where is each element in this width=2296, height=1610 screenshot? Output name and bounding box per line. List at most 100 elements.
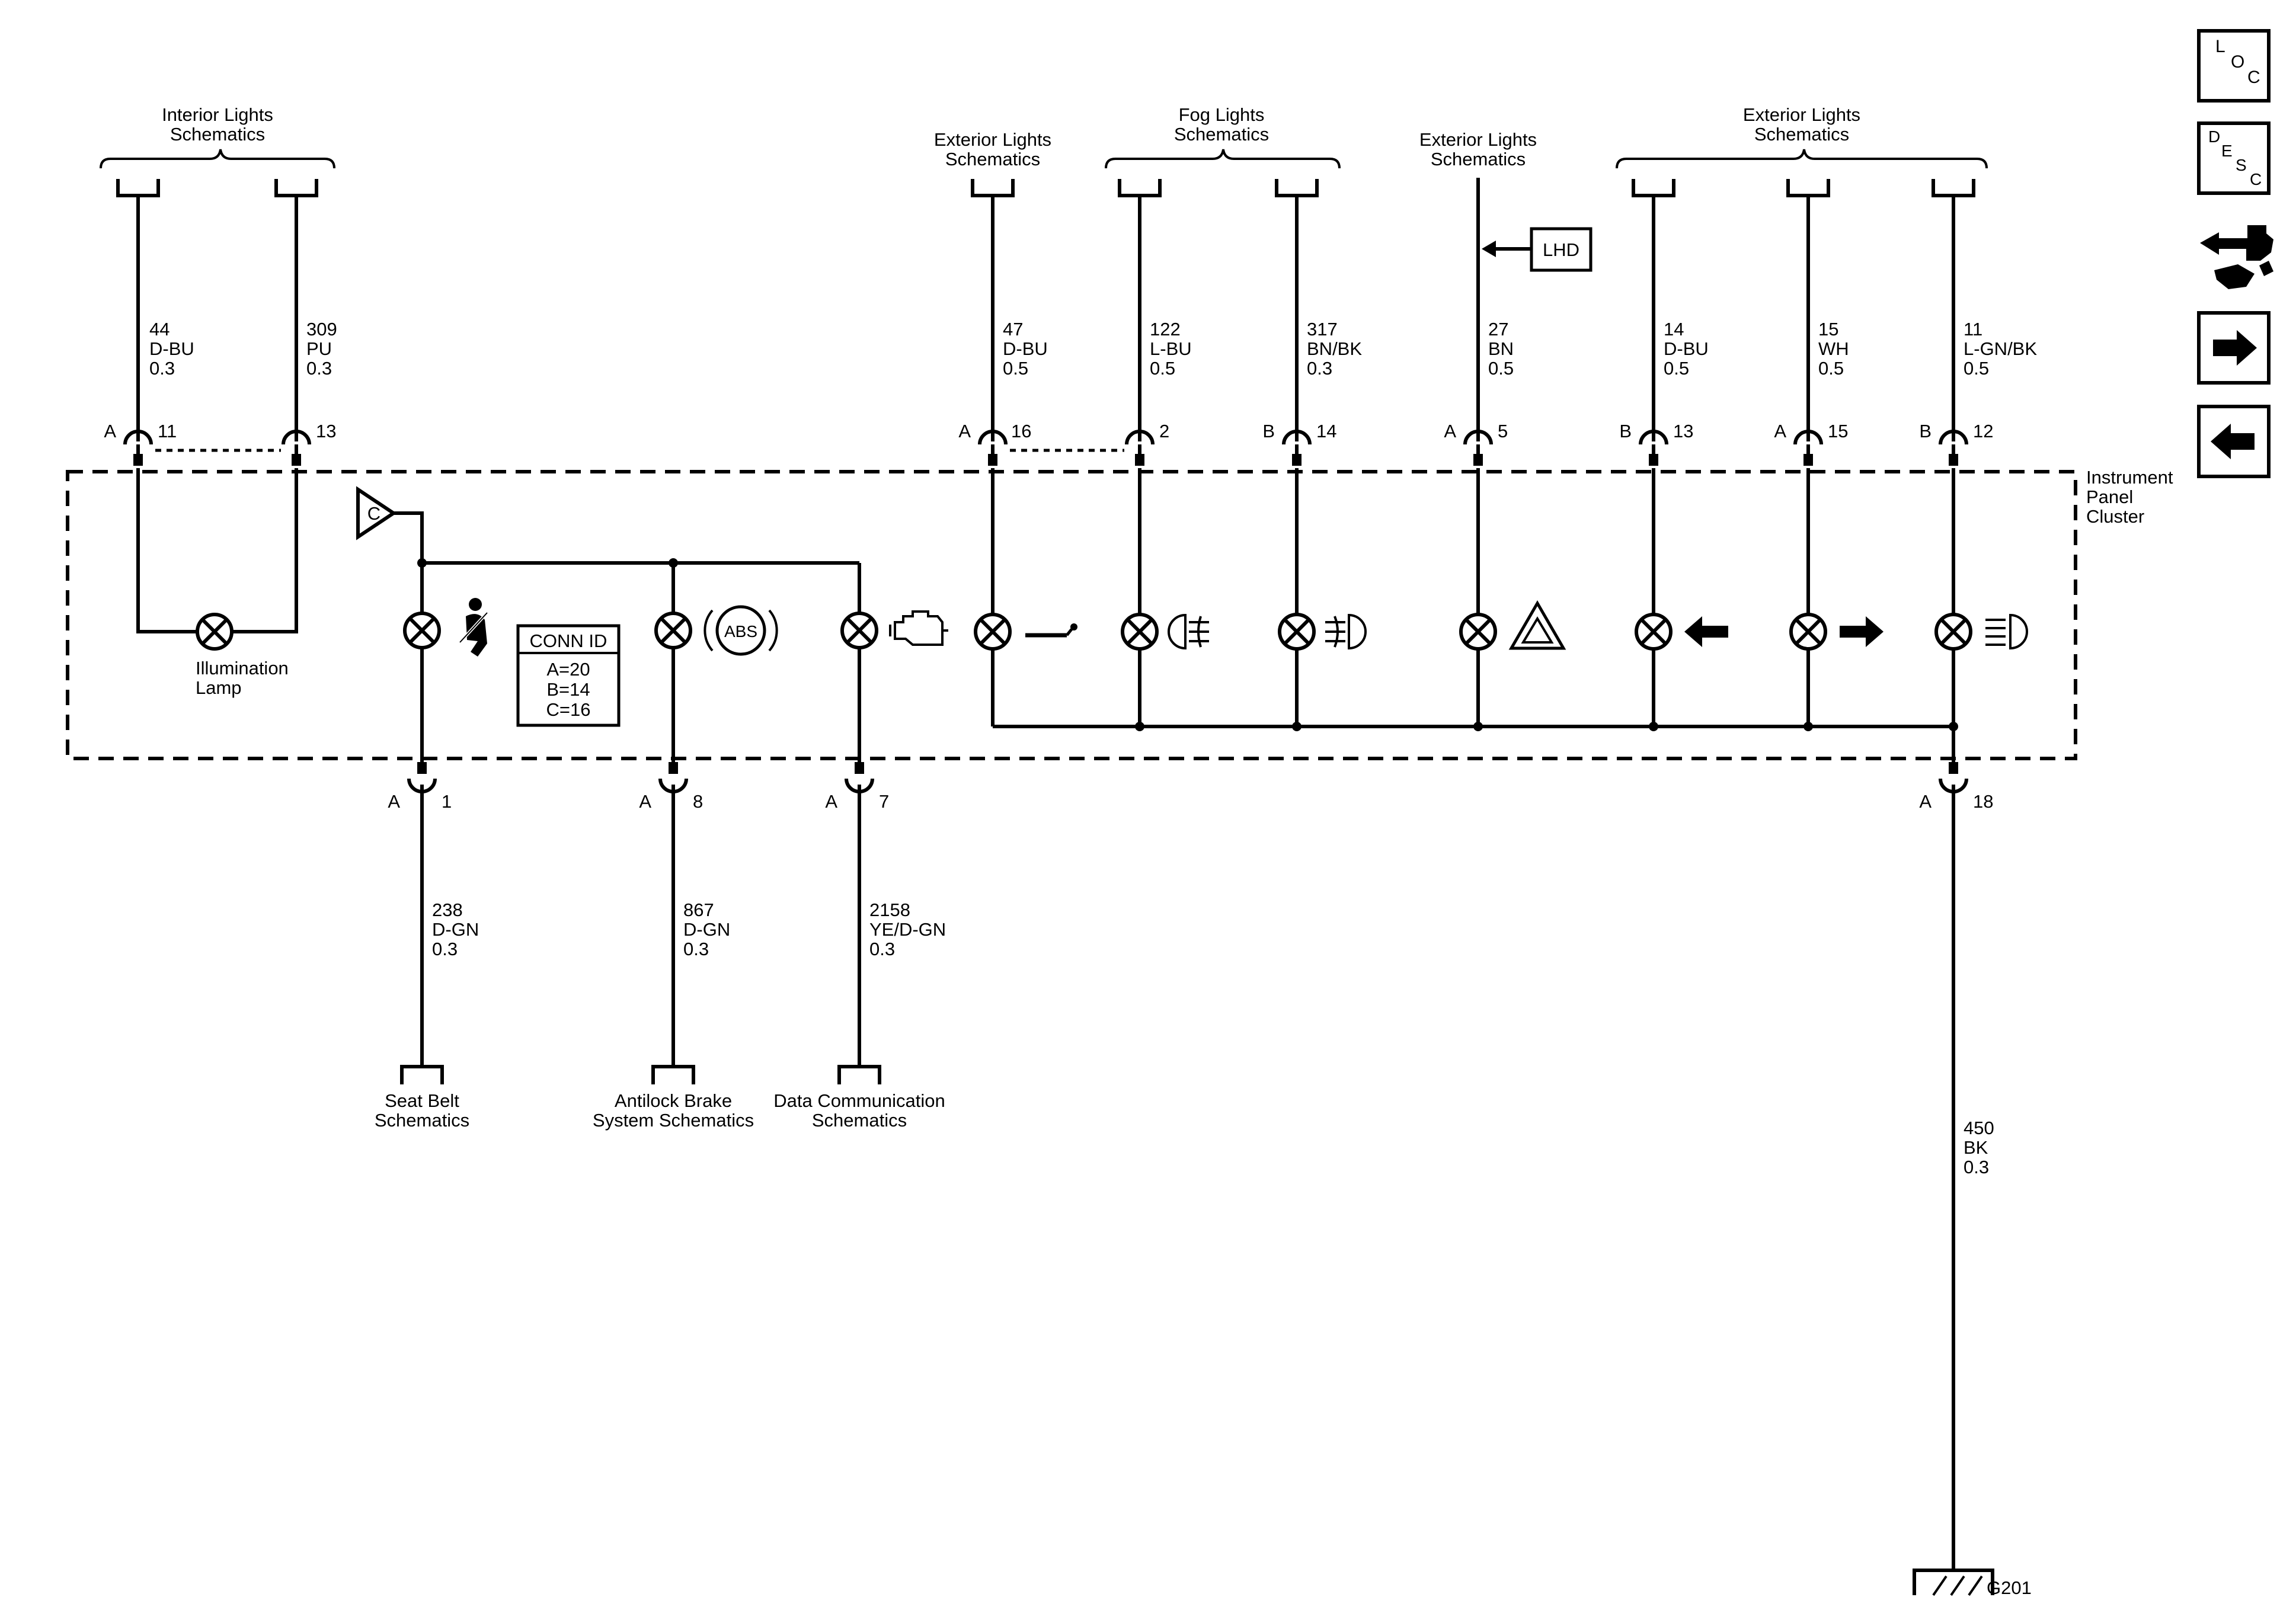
svg-text:Interior Lights: Interior Lights <box>162 104 273 125</box>
svg-text:Exterior Lights: Exterior Lights <box>934 129 1051 150</box>
svg-text:309: 309 <box>306 319 337 340</box>
svg-text:E: E <box>2221 142 2233 160</box>
conn-id-table: CONN ID A=20 B=14 C=16 <box>516 624 621 727</box>
svg-text:0.3: 0.3 <box>149 358 175 379</box>
bottom-connectors <box>400 762 1966 1570</box>
group-title-exterior-lights-2: Exterior Lights Schematics <box>1419 129 1537 169</box>
svg-text:0.3: 0.3 <box>1307 358 1332 379</box>
svg-text:0.5: 0.5 <box>1818 358 1844 379</box>
left-turn-arrow-icon <box>1684 616 1728 647</box>
arrow-left-icon <box>2211 424 2255 459</box>
wiper-washer-icon <box>1025 623 1077 638</box>
check-engine-indicator <box>842 613 877 764</box>
svg-text:Cluster: Cluster <box>2086 506 2144 527</box>
svg-text:L-GN/BK: L-GN/BK <box>1964 338 2037 359</box>
svg-text:A: A <box>1444 421 1456 441</box>
svg-text:BN: BN <box>1488 338 1514 359</box>
svg-text:A: A <box>825 791 837 812</box>
svg-text:0.3: 0.3 <box>306 358 332 379</box>
svg-text:PU: PU <box>306 338 332 359</box>
svg-text:D-BU: D-BU <box>149 338 194 359</box>
svg-text:238: 238 <box>432 900 463 920</box>
svg-text:Schematics: Schematics <box>1174 124 1269 145</box>
svg-text:D-GN: D-GN <box>432 919 479 940</box>
svg-text:O: O <box>2231 52 2244 72</box>
lamp-column-high-beam <box>1936 468 1971 764</box>
lamp-column-left-turn <box>1636 468 1671 726</box>
svg-text:B=14: B=14 <box>546 679 590 700</box>
svg-text:Antilock Brake: Antilock Brake <box>615 1090 732 1111</box>
group-title-fog-lights: Fog Lights Schematics <box>1174 104 1269 145</box>
wire-label-867: 867 D-GN 0.3 <box>683 900 730 959</box>
loc-button[interactable]: L O C <box>2197 29 2271 103</box>
svg-text:G201: G201 <box>1987 1577 2032 1598</box>
group-title-exterior-lights-3: Exterior Lights Schematics <box>1743 104 1860 145</box>
svg-text:Illumination: Illumination <box>196 658 289 678</box>
abs-icon: ABS <box>703 605 778 656</box>
svg-text:2158: 2158 <box>869 900 910 920</box>
svg-text:0.3: 0.3 <box>432 939 458 959</box>
right-turn-arrow-icon <box>1840 616 1884 647</box>
svg-text:14: 14 <box>1664 319 1684 340</box>
svg-text:B: B <box>1262 421 1275 441</box>
seat-belt-indicator <box>405 613 439 764</box>
svg-text:Data Communication: Data Communication <box>773 1090 945 1111</box>
wire-label-2158: 2158 YE/D-GN 0.3 <box>869 900 946 959</box>
lamp-column-high-beam-assist <box>976 468 1010 726</box>
svg-text:YE/D-GN: YE/D-GN <box>869 919 946 940</box>
svg-text:Schematics: Schematics <box>170 124 265 145</box>
svg-text:C: C <box>2247 68 2260 87</box>
svg-text:Schematics: Schematics <box>1431 149 1526 169</box>
svg-text:LHD: LHD <box>1543 239 1579 260</box>
wire-label-44: 44 D-BU 0.3 <box>149 319 194 379</box>
right-ground-bus <box>993 722 1958 731</box>
svg-text:11: 11 <box>158 421 177 441</box>
lamp-column-right-turn <box>1791 468 1825 726</box>
svg-text:450: 450 <box>1964 1118 1994 1138</box>
svg-text:Exterior Lights: Exterior Lights <box>1743 104 1860 125</box>
svg-text:5: 5 <box>1498 421 1508 441</box>
svg-text:0.5: 0.5 <box>1003 358 1028 379</box>
svg-text:S: S <box>2236 156 2247 174</box>
svg-text:0.5: 0.5 <box>1664 358 1689 379</box>
svg-text:D: D <box>2208 127 2220 146</box>
svg-text:B: B <box>1619 421 1632 441</box>
svg-text:L-BU: L-BU <box>1150 338 1192 359</box>
wire-label-15: 15 WH 0.5 <box>1818 319 1849 379</box>
check-engine-icon <box>889 610 948 646</box>
svg-text:13: 13 <box>1673 421 1693 441</box>
svg-text:System Schematics: System Schematics <box>593 1110 754 1131</box>
svg-text:0.3: 0.3 <box>1964 1157 1989 1177</box>
svg-text:16: 16 <box>1011 421 1031 441</box>
previous-page-button[interactable] <box>2197 405 2271 478</box>
svg-text:1: 1 <box>442 791 452 812</box>
connector-tool-icon[interactable] <box>2200 225 2273 289</box>
high-beam-icon <box>1985 613 2028 650</box>
wire-label-27: 27 BN 0.5 <box>1488 319 1514 379</box>
hazard-icon <box>1508 600 1566 650</box>
svg-text:C: C <box>2250 170 2262 188</box>
svg-text:0.5: 0.5 <box>1488 358 1514 379</box>
module-label: Instrument Panel Cluster <box>2086 467 2173 527</box>
next-page-button[interactable] <box>2197 311 2271 385</box>
splice-c: C <box>356 486 861 614</box>
svg-text:18: 18 <box>1973 791 1993 812</box>
svg-text:0.5: 0.5 <box>1964 358 1989 379</box>
svg-text:ABS: ABS <box>724 622 757 641</box>
svg-text:A: A <box>104 421 116 441</box>
svg-text:15: 15 <box>1828 421 1848 441</box>
svg-text:0.3: 0.3 <box>869 939 895 959</box>
desc-button[interactable]: D E S C <box>2197 121 2271 195</box>
wire-label-47: 47 D-BU 0.5 <box>1003 319 1048 379</box>
lamp-column-front-fog <box>1123 468 1157 726</box>
instrument-panel-cluster-box <box>66 470 2077 760</box>
svg-text:47: 47 <box>1003 319 1023 340</box>
lamp-column-rear-fog <box>1280 468 1314 726</box>
svg-text:B: B <box>1919 421 1932 441</box>
svg-text:122: 122 <box>1150 319 1181 340</box>
svg-text:BN/BK: BN/BK <box>1307 338 1362 359</box>
wire-label-317: 317 BN/BK 0.3 <box>1307 319 1362 379</box>
wire-label-309: 309 PU 0.3 <box>306 319 337 379</box>
svg-text:Exterior Lights: Exterior Lights <box>1419 129 1537 150</box>
